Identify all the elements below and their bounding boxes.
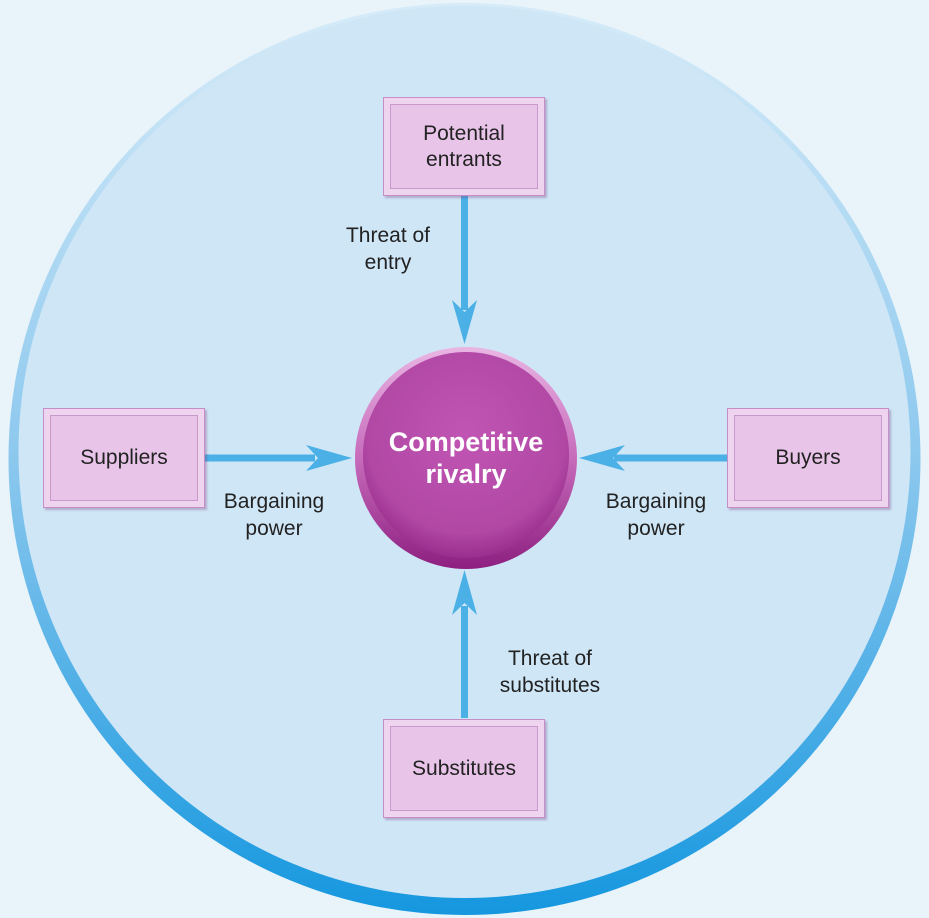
label-bargaining-power-suppliers-line2: power (245, 517, 303, 540)
label-threat-of-entry: Threat of entry (298, 222, 478, 276)
label-threat-of-substitutes-line2: substitutes (499, 674, 601, 697)
box-suppliers-label: Suppliers (80, 446, 168, 469)
center-label-line2: rivalry (425, 459, 507, 489)
label-bargaining-power-buyers-line2: power (627, 517, 685, 540)
label-threat-of-entry-line2: entry (364, 251, 412, 274)
label-bargaining-power-suppliers-line1: Bargaining (223, 490, 325, 513)
arrow-left (205, 445, 352, 471)
arrow-top (452, 195, 477, 344)
center-label-line1: Competitive (388, 427, 544, 457)
label-threat-of-entry-line1: Threat of (345, 224, 431, 247)
arrow-bottom (452, 570, 477, 718)
label-bargaining-power-suppliers: Bargaining power (184, 488, 364, 542)
box-buyers-label: Buyers (775, 446, 841, 469)
label-bargaining-power-buyers-line1: Bargaining (605, 490, 707, 513)
label-threat-of-substitutes-line1: Threat of (507, 647, 593, 670)
label-bargaining-power-buyers: Bargaining power (566, 488, 746, 542)
box-suppliers: Suppliers (43, 408, 205, 508)
arrow-right (579, 445, 727, 471)
box-substitutes: Substitutes (383, 719, 545, 818)
box-substitutes-label: Substitutes (412, 756, 516, 780)
box-potential-entrants-line1: Potential (423, 121, 505, 145)
box-potential-entrants: Potential entrants (383, 97, 545, 196)
box-buyers: Buyers (727, 408, 889, 508)
box-potential-entrants-line2: entrants (426, 147, 502, 171)
label-threat-of-substitutes: Threat of substitutes (460, 645, 640, 699)
center-circle (363, 352, 569, 558)
center-label: Competitive rivalry (355, 348, 577, 568)
